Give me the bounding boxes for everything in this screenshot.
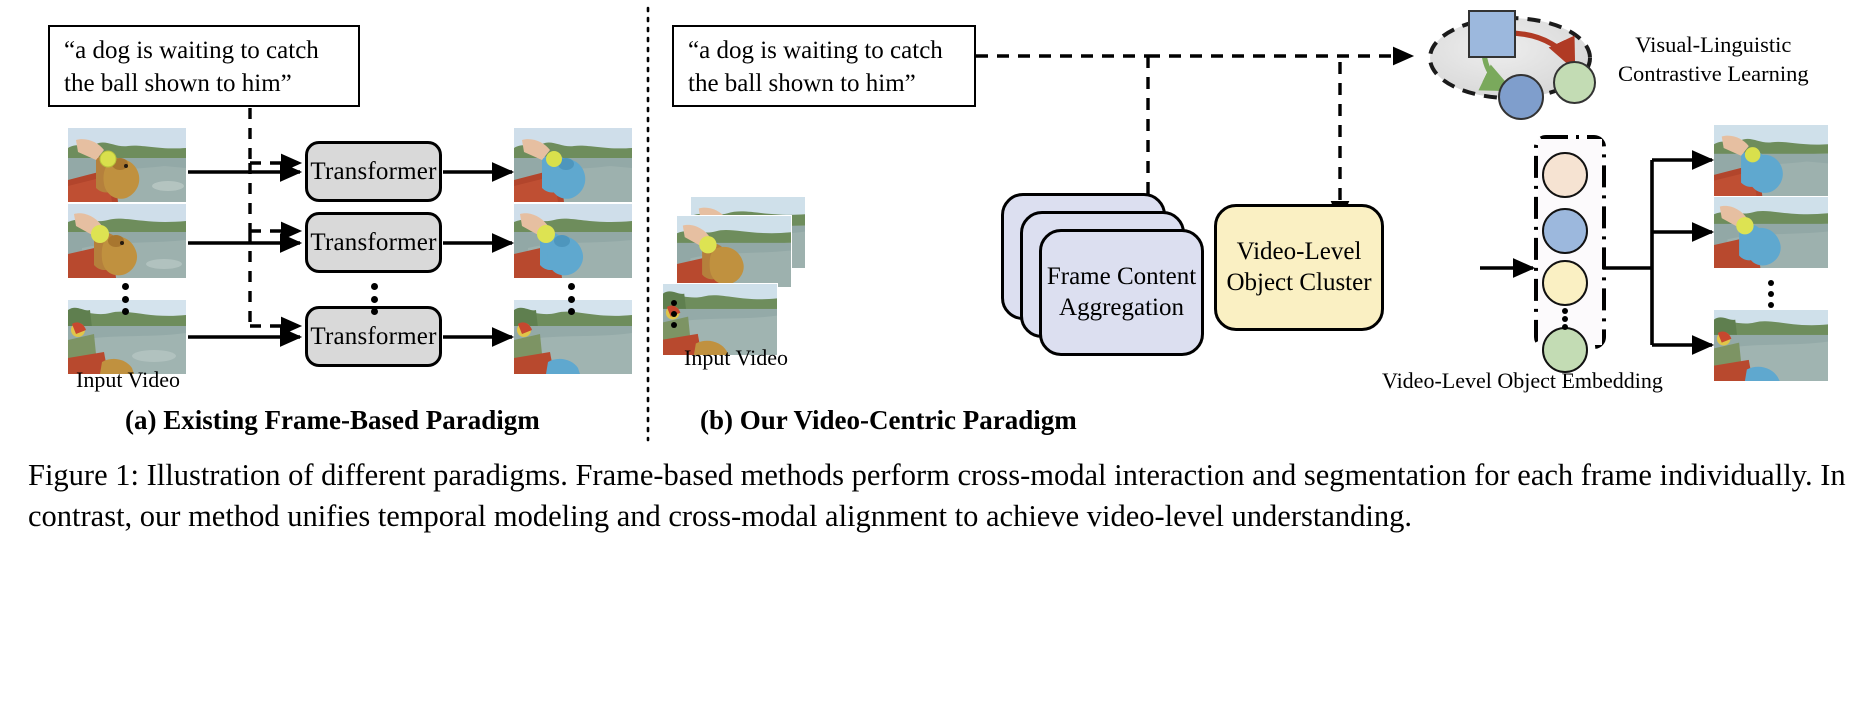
panel-a-prompt-line2: the ball shown to him” <box>64 69 292 97</box>
figure-caption: Figure 1: Illustration of different para… <box>28 458 1846 534</box>
contrastive-line1: Visual-Linguistic <box>1635 32 1792 57</box>
transformer-label: Transformer <box>310 157 437 185</box>
negative-token-circle <box>1553 61 1596 104</box>
frame-aggregation-line2: Aggregation <box>1059 293 1184 321</box>
transformer-label: Transformer <box>310 228 437 256</box>
token-yellow <box>1542 260 1588 306</box>
output-frame-2 <box>514 204 632 278</box>
transformer-box-3[interactable]: Transformer <box>305 306 442 367</box>
token-blue <box>1542 208 1588 254</box>
panel-a-input-video-label: Input Video <box>76 367 180 392</box>
panel-b-input-video-label: Input Video <box>684 345 788 370</box>
panel-b-title: (b) Our Video-Centric Paradigm <box>700 405 1077 435</box>
panel-a-title: (a) Existing Frame-Based Paradigm <box>125 405 540 435</box>
transformer-ellipsis <box>369 283 379 315</box>
panel-b-input-frame-2 <box>676 215 792 288</box>
frame-aggregation-box[interactable]: Frame Content Aggregation <box>1039 229 1204 356</box>
token-green <box>1542 327 1588 373</box>
output-frame-1 <box>514 128 632 202</box>
panel-b-prompt-box: “a dog is waiting to catch the ball show… <box>672 25 976 107</box>
input-frame-2 <box>68 204 186 278</box>
panel-b-input-ellipsis <box>669 300 678 328</box>
input-frames-ellipsis <box>120 283 130 315</box>
contrastive-line2: Contrastive Learning <box>1618 61 1809 87</box>
contrastive-learning-label: Visual-Linguistic Contrastive Learning <box>1618 30 1809 89</box>
transformer-label: Transformer <box>310 322 437 350</box>
panel-b-output-frame-3 <box>1714 310 1828 381</box>
input-frame-1 <box>68 128 186 202</box>
panel-a-prompt-line1: “a dog is waiting to catch <box>64 37 319 64</box>
panel-b-output-frame-2 <box>1714 197 1828 268</box>
object-cluster-line2: Object Cluster <box>1226 268 1372 296</box>
output-frame-3 <box>514 300 632 374</box>
panel-b-prompt-line1: “a dog is waiting to catch <box>688 37 943 64</box>
video-level-object-cluster-box[interactable]: Video-Level Object Cluster <box>1214 204 1384 331</box>
text-token-square <box>1468 10 1516 58</box>
panel-a-prompt-box: “a dog is waiting to catch the ball show… <box>48 25 360 107</box>
frame-aggregation-line1: Frame Content <box>1046 263 1197 290</box>
embedding-ellipsis <box>1561 308 1569 330</box>
transformer-box-1[interactable]: Transformer <box>305 141 442 202</box>
panel-b-output-frame-1 <box>1714 125 1828 196</box>
video-level-object-embedding-label: Video-Level Object Embedding <box>1382 368 1663 393</box>
token-peach <box>1542 152 1588 198</box>
positive-token-circle <box>1498 74 1544 120</box>
transformer-box-2[interactable]: Transformer <box>305 212 442 273</box>
object-cluster-line1: Video-Level <box>1236 238 1362 265</box>
panel-b-output-ellipsis <box>1766 280 1775 308</box>
output-frames-ellipsis <box>566 283 576 315</box>
panel-b-input-frame-3 <box>662 283 778 356</box>
panel-b-prompt-line2: the ball shown to him” <box>688 69 916 97</box>
